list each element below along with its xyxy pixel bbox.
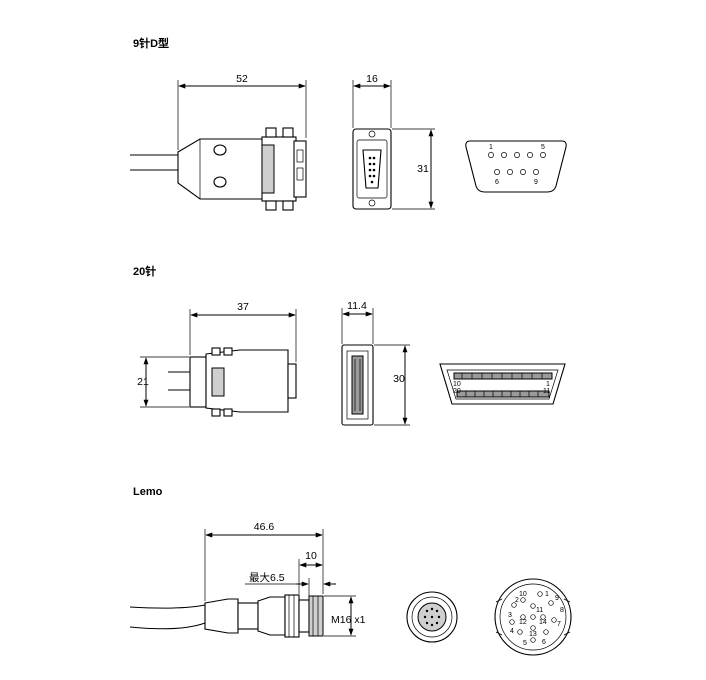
pin-label: 10 — [519, 591, 527, 598]
dsub9-side-view — [130, 127, 307, 211]
lemo-thread-label: M16 x1 — [331, 614, 366, 626]
pin-label: 1 — [489, 144, 493, 151]
pin20-front-view — [341, 344, 374, 426]
section-title-20pin: 20针 — [133, 266, 157, 278]
dsub9-height-dimension: 31 — [392, 128, 435, 210]
pin-label: 14 — [539, 619, 547, 626]
pin-label: 13 — [529, 631, 537, 638]
pin20-length-label: 37 — [237, 301, 249, 313]
lemo-front-view — [406, 591, 458, 643]
pin-label: 6 — [495, 179, 499, 186]
dsub9-width-label: 16 — [366, 73, 378, 85]
pin20-height-dimension: 21 — [137, 356, 189, 408]
lemo-length-label: 46.6 — [254, 521, 275, 533]
lemo-side-view — [129, 594, 324, 638]
pin-label: 2 — [515, 597, 519, 604]
pin-label: 12 — [519, 619, 527, 626]
lemo-partial-label: 10 — [305, 550, 317, 562]
lemo-thread-dimension: M16 x1 — [324, 595, 366, 637]
pin-label: 11 — [536, 607, 543, 614]
dsub9-length-dimension: 52 — [177, 73, 307, 150]
pin-label: 9 — [555, 595, 559, 602]
pin-label: 3 — [508, 612, 512, 619]
dsub9-height-label: 31 — [417, 163, 429, 175]
dsub9-length-label: 52 — [236, 73, 248, 85]
dsub9-width-dimension: 16 — [352, 73, 392, 128]
pin20-height2-label: 30 — [393, 373, 405, 385]
pin20-height-label: 21 — [137, 376, 149, 388]
pin20-side-view — [168, 347, 297, 417]
pin-label: 10 — [453, 381, 461, 388]
section-title-lemo: Lemo — [133, 486, 163, 498]
pin20-width-label: 11.4 — [347, 300, 367, 312]
pin-label: 7 — [557, 621, 561, 628]
pin-label: 5 — [541, 144, 545, 151]
pin-label: 11 — [543, 388, 550, 395]
pin-label: 1 — [546, 381, 550, 388]
pin-label: 20 — [453, 388, 461, 395]
lemo-max-dimension: 最大6.5 — [245, 571, 336, 599]
pin-label: 6 — [542, 639, 546, 646]
section-title-9pin-d: 9针D型 — [133, 38, 170, 50]
pin20-pinout: 10 1 20 11 — [439, 363, 566, 405]
pin-label: 9 — [534, 179, 538, 186]
pin-label: 8 — [560, 607, 564, 614]
pin-label: 1 — [545, 591, 549, 598]
dsub9-front-view — [352, 128, 392, 210]
pin-label: 4 — [510, 628, 514, 635]
lemo-length-dimension: 46.6 — [204, 521, 324, 601]
pin20-width-dimension: 11.4 — [341, 300, 374, 344]
dsub9-pinout: 1 5 6 9 — [465, 140, 567, 193]
lemo-partial-dimension: 10 — [298, 550, 323, 594]
pin20-height2-dimension: 30 — [374, 344, 410, 426]
pin-label: 5 — [523, 640, 527, 647]
pin20-length-dimension: 37 — [189, 301, 297, 362]
lemo-pinout: 1 2 3 4 5 6 7 8 9 10 11 12 13 14 — [494, 578, 572, 656]
lemo-max-label: 最大6.5 — [249, 571, 285, 584]
